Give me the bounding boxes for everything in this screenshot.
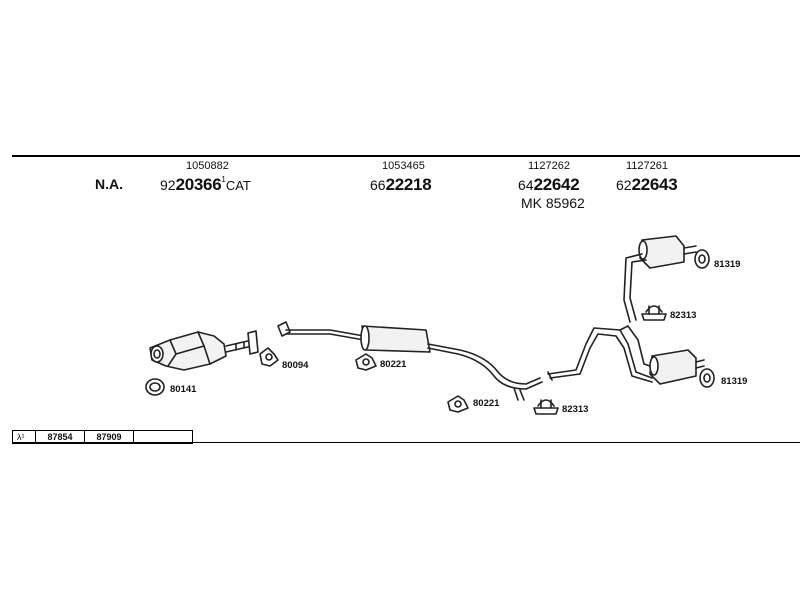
footer-cell-1: 87854 [36, 431, 85, 443]
part-cat-number: 20366 [175, 175, 222, 194]
rubber-mount-81319-a[interactable] [694, 249, 710, 269]
footer-cell-2: 87909 [85, 431, 134, 443]
part-middle-prefix: 66 [370, 177, 386, 193]
part-rear1-prefix: 64 [518, 177, 534, 193]
clamp-82313-a[interactable] [641, 305, 667, 321]
label-80221-a: 80221 [380, 359, 407, 370]
part-cat: 92203661CAT [160, 175, 251, 195]
rear-pipe-assembly[interactable] [547, 325, 657, 383]
region-label: N.A. [95, 176, 123, 192]
ref-rear1: 1127262 [528, 160, 571, 172]
label-80221-b: 80221 [473, 398, 500, 409]
clamp-82313-b[interactable] [533, 399, 559, 415]
part-rear1-extra: MK 85962 [521, 195, 585, 211]
part-rear2-number: 22643 [631, 175, 678, 194]
label-80141: 80141 [170, 384, 197, 395]
part-rear1: 6422642 [518, 175, 580, 195]
label-81319-a: 81319 [714, 259, 741, 270]
gasket-80221-b[interactable] [447, 395, 469, 413]
part-middle: 6622218 [370, 175, 432, 195]
ref-rear2: 1127261 [626, 160, 669, 172]
label-82313-b: 82313 [562, 404, 589, 415]
part-cat-suffix: CAT [225, 178, 251, 193]
label-82313-a: 82313 [670, 310, 697, 321]
rear-silencer-upper[interactable] [623, 235, 697, 323]
part-rear1-number: 22642 [533, 175, 580, 194]
part-cat-mark: 1 [221, 175, 226, 184]
middle-silencer-pipe[interactable] [277, 321, 543, 401]
catalytic-converter[interactable] [149, 330, 259, 371]
part-middle-number: 22218 [385, 175, 432, 194]
gasket-80221-a[interactable] [355, 353, 377, 371]
rubber-mount-81319-b[interactable] [699, 368, 715, 388]
part-rear2-prefix: 62 [616, 177, 632, 193]
ring-gasket-80141[interactable] [145, 378, 165, 396]
bottom-rule [12, 442, 800, 443]
top-rule [12, 155, 800, 157]
footer-cell-3 [134, 431, 192, 443]
part-cat-prefix: 92 [160, 177, 176, 193]
flange-gasket-80094[interactable] [259, 347, 279, 367]
footer-symbol: λ¹ [13, 431, 36, 443]
label-81319-b: 81319 [721, 376, 748, 387]
label-80094: 80094 [282, 360, 309, 371]
ref-middle: 1053465 [382, 160, 425, 172]
rear-silencer-lower[interactable] [649, 349, 705, 385]
footer-table: λ¹ 87854 87909 [12, 430, 193, 444]
ref-cat: 1050882 [186, 160, 229, 172]
part-rear2: 6222643 [616, 175, 678, 195]
